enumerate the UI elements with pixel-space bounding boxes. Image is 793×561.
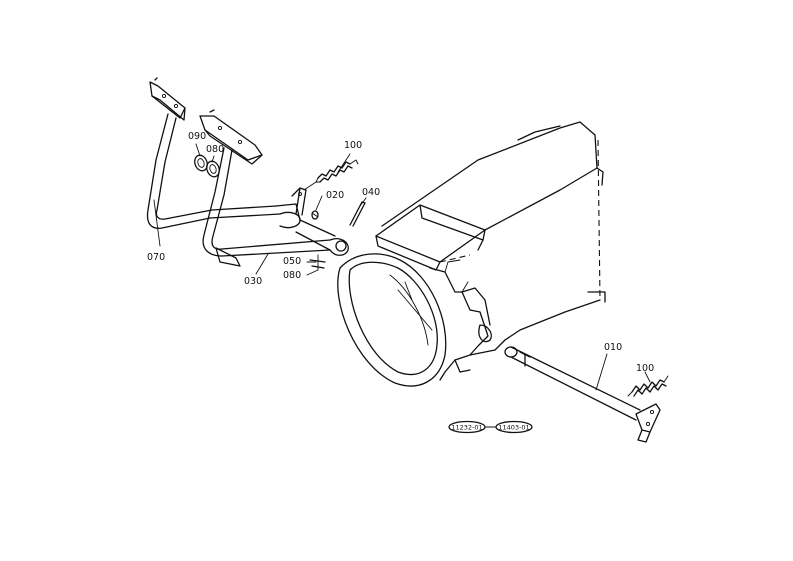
label-080-upper: 080 bbox=[206, 144, 224, 155]
pin-050-080 bbox=[309, 254, 326, 271]
brake-pedal-left bbox=[146, 77, 281, 229]
label-070: 070 bbox=[147, 252, 165, 263]
return-spring-lower bbox=[627, 375, 669, 397]
pin-020 bbox=[311, 210, 319, 220]
label-100-upper: 100 bbox=[344, 140, 362, 151]
label-090: 090 bbox=[188, 131, 206, 142]
pin-040 bbox=[349, 201, 366, 227]
ref-badge-right bbox=[495, 420, 533, 434]
label-050: 050 bbox=[283, 256, 301, 267]
label-020: 020 bbox=[326, 190, 344, 201]
leader-lines bbox=[153, 143, 651, 391]
clutch-pedal-right bbox=[199, 109, 349, 267]
label-100-lower: 100 bbox=[636, 363, 654, 374]
part-labels: 070 090 080 100 020 040 050 080 030 010 … bbox=[147, 131, 654, 374]
ref-left-text: 11232-01 bbox=[451, 424, 482, 432]
reference-badges: 11232-01 11403-01 bbox=[448, 420, 533, 434]
bushing-090-080 bbox=[194, 154, 220, 178]
label-080-lower: 080 bbox=[283, 270, 301, 281]
label-010: 010 bbox=[604, 342, 622, 353]
transmission-housing bbox=[337, 121, 606, 387]
ref-right-text: 11403-01 bbox=[498, 424, 529, 432]
cross-shaft-010 bbox=[504, 346, 661, 443]
label-030: 030 bbox=[244, 276, 262, 287]
return-spring-upper bbox=[303, 159, 359, 191]
label-040: 040 bbox=[362, 187, 380, 198]
